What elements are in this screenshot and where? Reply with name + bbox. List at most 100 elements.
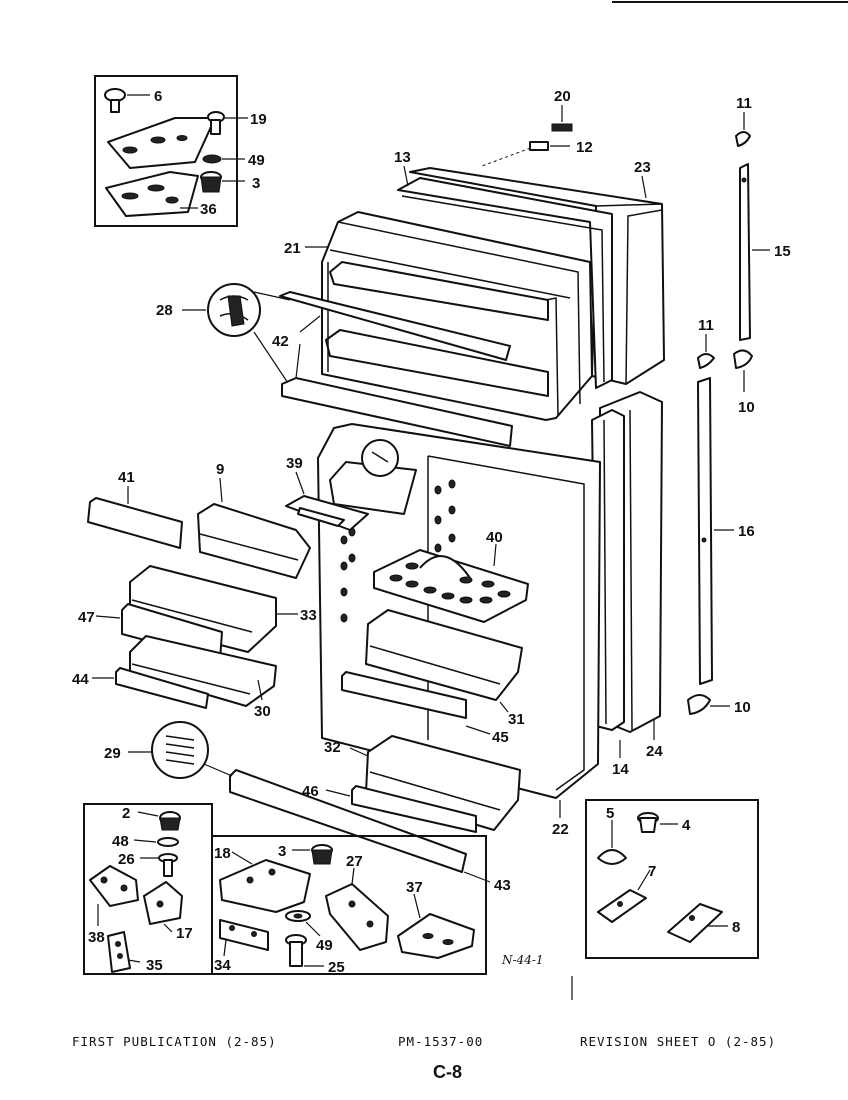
callout-27: 27: [346, 853, 363, 870]
liner-dimple-column-right: [434, 479, 456, 553]
callout-5: 5: [606, 805, 614, 822]
callout-3-lower: 3: [278, 843, 286, 860]
bushing-part-3-lower: [292, 844, 333, 865]
callout-8: 8: [732, 919, 740, 936]
callout-3: 3: [252, 175, 260, 192]
inset-frame-top-left: [94, 75, 238, 227]
button-part-5: [597, 820, 627, 865]
hinge-pin-part-19: [207, 111, 225, 135]
callout-14: 14: [612, 761, 629, 778]
callout-28: 28: [156, 302, 173, 319]
hinge-plate-part-35: [107, 931, 131, 973]
hinge-part-18: [219, 859, 311, 913]
callout-49-lower: 49: [316, 937, 333, 954]
callout-16: 16: [738, 523, 755, 540]
clip-part-11-top: [735, 131, 751, 147]
callout-10-upper: 10: [738, 399, 755, 416]
callout-13: 13: [394, 149, 411, 166]
callout-6: 6: [154, 88, 162, 105]
trim-strips-42: [279, 291, 513, 447]
callout-21: 21: [284, 240, 301, 257]
hand-note: N-44-1: [501, 953, 544, 967]
top-hinge-inset: [94, 75, 248, 227]
screw-part-6: [104, 88, 126, 113]
bottom-hinge-inset: [83, 803, 487, 975]
callout-17: 17: [176, 925, 193, 942]
detail-circle-28: [182, 283, 291, 387]
callout-46: 46: [302, 783, 319, 800]
callout-37: 37: [406, 879, 423, 896]
clip-part-8: [667, 903, 728, 943]
clip-part-10-lower: [687, 694, 711, 715]
pin-part-25: [285, 934, 324, 967]
pin-part-26: [140, 853, 178, 877]
callout-22: 22: [552, 821, 569, 838]
callout-33: 33: [300, 607, 317, 624]
callout-20: 20: [554, 88, 571, 105]
bottom-right-inset: [585, 799, 759, 959]
callout-35: 35: [146, 957, 163, 974]
callout-7: 7: [648, 863, 656, 880]
callout-41: 41: [118, 469, 135, 486]
cap-part-2: [137, 811, 181, 831]
door-shelf-part-31: [365, 609, 523, 713]
callout-30: 30: [254, 703, 271, 720]
shelf-rail-part-47: [121, 603, 223, 661]
inset-frame-bottom-right: [585, 799, 759, 959]
footer-part-number: PM-1537-00: [398, 1034, 484, 1049]
part-12-pad: [529, 141, 549, 151]
callout-49: 49: [248, 152, 265, 169]
page-code: C-8: [433, 1062, 463, 1082]
callout-11-top: 11: [736, 95, 752, 112]
clip-part-7: [597, 869, 651, 923]
dairy-cover-part-9: [197, 477, 311, 579]
hinge-bracket-part-38: [89, 865, 139, 907]
callout-45: 45: [492, 729, 509, 746]
trim-part-41: [87, 497, 183, 549]
callout-25: 25: [328, 959, 345, 976]
hinge-plate-part-37: [397, 913, 475, 959]
callout-36: 36: [200, 201, 217, 218]
washer-part-48: [157, 837, 179, 847]
callout-38: 38: [88, 929, 105, 946]
detail-circle-29: [128, 721, 233, 779]
callout-19: 19: [250, 111, 267, 128]
trim-part-44: [115, 667, 209, 709]
footer-publication: FIRST PUBLICATION (2-85): [72, 1034, 277, 1049]
egg-tray-part-40: [373, 543, 529, 623]
callout-12: 12: [576, 139, 593, 156]
callout-48: 48: [112, 833, 129, 850]
callout-32: 32: [324, 739, 341, 756]
footer-revision: REVISION SHEET O (2-85): [580, 1034, 777, 1049]
hinge-plate-part-27: [325, 883, 389, 951]
callout-29: 29: [104, 745, 121, 762]
bushing-part-3: [200, 171, 222, 193]
callout-39: 39: [286, 455, 303, 472]
callout-40: 40: [486, 529, 503, 546]
callout-15: 15: [774, 243, 791, 260]
callout-4: 4: [682, 817, 691, 834]
callout-34: 34: [214, 957, 231, 974]
freezer-door-gasket-13: [397, 177, 613, 389]
callout-47: 47: [78, 609, 95, 626]
door-rail-part-16: [697, 377, 734, 685]
clip-part-10-upper: [733, 349, 753, 369]
clip-part-11-mid: [697, 353, 715, 369]
callout-9: 9: [216, 461, 224, 478]
callout-2: 2: [122, 805, 130, 822]
callout-labels: 6 19 49 3 36 20 12 13 23 11 15 11 10 21 …: [72, 88, 791, 976]
hinge-plate-part-36: [105, 171, 199, 217]
part-20-strip: [551, 123, 573, 132]
callout-18: 18: [214, 845, 231, 862]
callout-44: 44: [72, 671, 89, 688]
hinge-plate-part-34: [219, 919, 269, 951]
door-shelf-part-30: [129, 635, 277, 707]
plug-part-4: [637, 812, 678, 833]
callout-23: 23: [634, 159, 651, 176]
callout-24: 24: [646, 743, 663, 760]
trim-strip-part-46: [351, 785, 477, 833]
door-rail-part-15: [739, 163, 770, 341]
washer-part-49: [202, 154, 222, 164]
callout-31: 31: [508, 711, 525, 728]
